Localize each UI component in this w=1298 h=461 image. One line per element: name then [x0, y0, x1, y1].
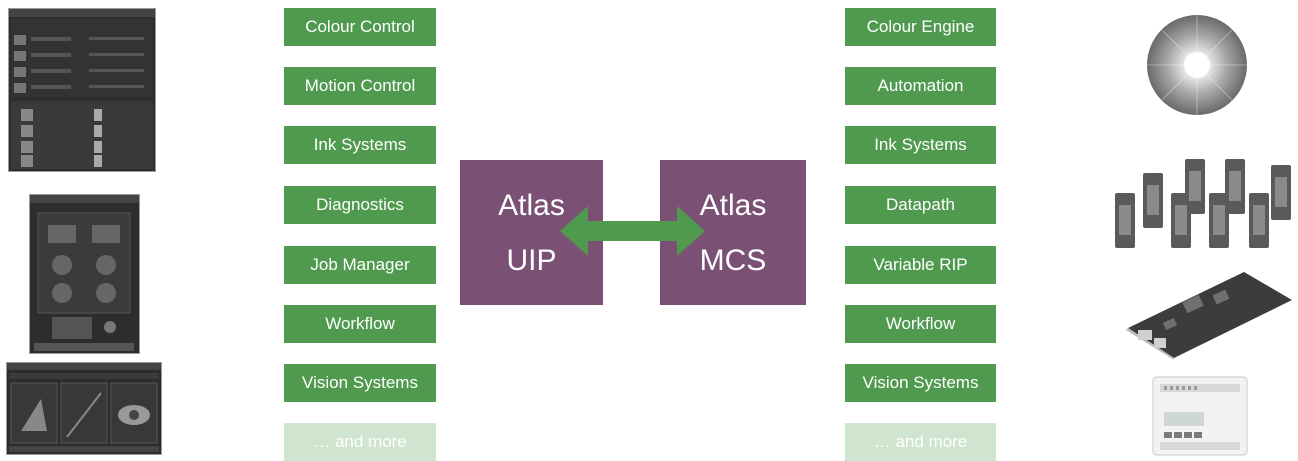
pill-vision-systems-right: Vision Systems [845, 364, 996, 402]
pill-and-more: … and more [284, 423, 436, 461]
vision-systems-screenshot [6, 362, 162, 455]
pill-colour-engine: Colour Engine [845, 8, 996, 46]
pill-colour-control: Colour Control [284, 8, 436, 46]
atlas-uip-line2: UIP [506, 243, 557, 277]
pill-variable-rip: Variable RIP [845, 246, 996, 284]
pill-ink-systems: Ink Systems [284, 126, 436, 164]
pill-ink-systems-right: Ink Systems [845, 126, 996, 164]
circuit-board-icon [1126, 272, 1292, 360]
pill-and-more-right: … and more [845, 423, 996, 461]
pill-motion-control: Motion Control [284, 67, 436, 105]
pill-diagnostics: Diagnostics [284, 186, 436, 224]
pill-workflow-right: Workflow [845, 305, 996, 343]
pill-workflow: Workflow [284, 305, 436, 343]
atlas-mcs-line1: Atlas [699, 188, 767, 222]
atlas-mcs-line2: MCS [699, 243, 767, 277]
pill-vision-systems: Vision Systems [284, 364, 436, 402]
controller-module-icon [1152, 376, 1248, 456]
printheads-icon [1115, 159, 1291, 248]
pill-datapath: Datapath [845, 186, 996, 224]
pill-automation: Automation [845, 67, 996, 105]
pill-job-manager: Job Manager [284, 246, 436, 284]
colour-wheel-icon [1147, 15, 1247, 115]
motion-control-screenshot [29, 194, 140, 354]
bidirectional-arrow-icon [560, 206, 705, 256]
atlas-uip-line1: Atlas [498, 188, 565, 222]
job-list-screenshot [8, 8, 156, 172]
